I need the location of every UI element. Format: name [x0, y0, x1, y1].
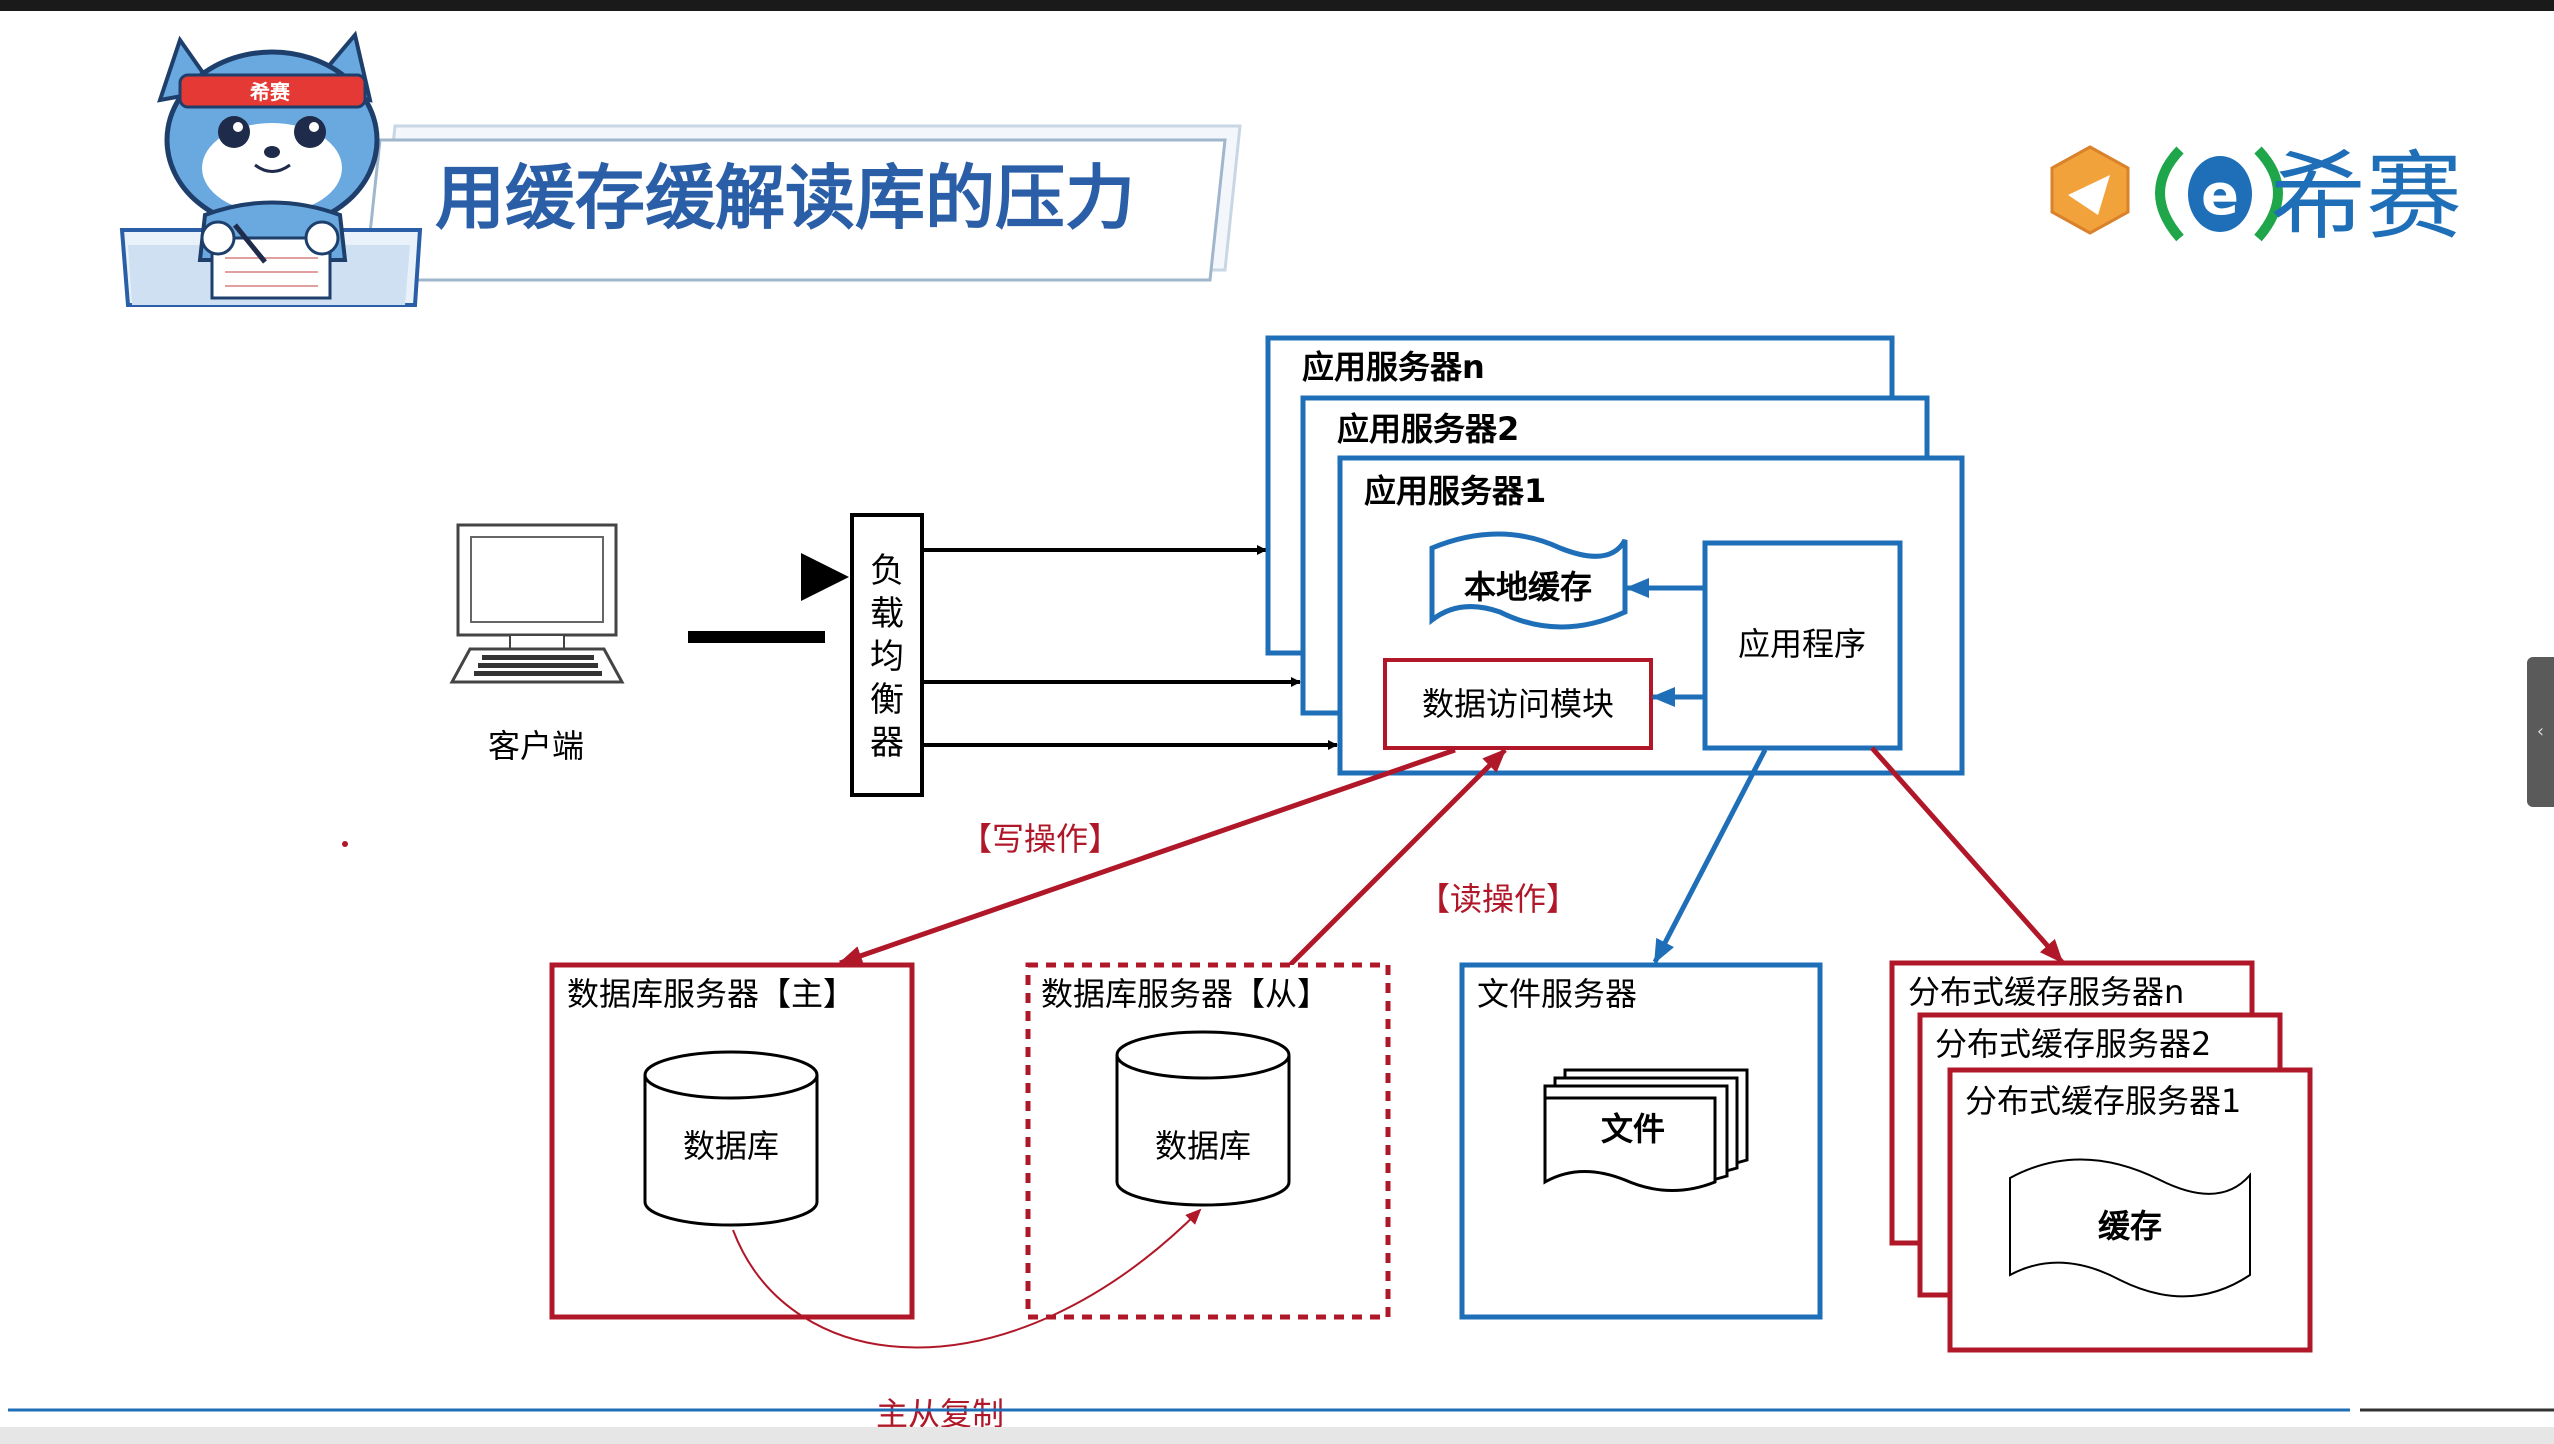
write-op-label: 【写操作】: [960, 820, 1120, 858]
dist-cache-n-title: 分布式缓存服务器n: [1908, 973, 2184, 1011]
app-server-2-title: 应用服务器2: [1337, 410, 1519, 448]
replication-arrow: [732, 1208, 1202, 1349]
read-op-arrow: [1288, 748, 1507, 967]
app-to-dist-cache-arrow: [1870, 746, 2064, 964]
title-banner: 用缓存缓解读库的压力: [363, 124, 1242, 282]
xisai-logo: e 希赛: [2050, 141, 2462, 253]
app-to-file-server-arrow: [1652, 748, 1768, 964]
dist-cache-2-title: 分布式缓存服务器2: [1935, 1025, 2211, 1063]
app-server-1-title: 应用服务器1: [1364, 472, 1546, 510]
app-server-n-title: 应用服务器n: [1302, 348, 1485, 386]
dist-cache-server-1: 分布式缓存服务器1 缓存: [1947, 1067, 2313, 1353]
app-program-label: 应用程序: [1738, 625, 1866, 663]
replication-label: 主从复制: [876, 1395, 1004, 1433]
mascot-band-text: 希赛: [250, 80, 291, 104]
db-slave-label: 数据库: [1155, 1127, 1251, 1165]
lb-char-2: 载: [870, 594, 904, 634]
computer-icon: [449, 523, 625, 684]
data-access-module: 数据访问模块: [1383, 658, 1653, 750]
read-op-label: 【读操作】: [1418, 880, 1578, 918]
file-label: 文件: [1601, 1110, 1665, 1148]
db-master-title: 数据库服务器【主】: [567, 975, 855, 1013]
logo-letter: e: [2201, 163, 2239, 228]
window-top-bar: [0, 0, 2554, 11]
file-server-title: 文件服务器: [1477, 975, 1637, 1013]
db-master-label: 数据库: [683, 1127, 779, 1165]
logo-text: 希赛: [2270, 141, 2462, 253]
db-master-server: 数据库服务器【主】 数据库: [549, 962, 915, 1320]
client-label: 客户端: [488, 727, 584, 765]
write-op-arrow: [838, 747, 1456, 966]
lb-char-3: 均: [870, 637, 904, 677]
local-cache-label: 本地缓存: [1464, 568, 1592, 606]
window-bottom-bar: [0, 1427, 2554, 1444]
db-slave-title: 数据库服务器【从】: [1041, 975, 1329, 1013]
cache-wave-icon: [2009, 1158, 2251, 1298]
data-access-label: 数据访问模块: [1422, 685, 1614, 723]
app-server-1: 应用服务器1 本地缓存 应用程序 数据访问模块: [1337, 455, 1965, 776]
file-server: 文件服务器 文件: [1459, 962, 1823, 1320]
database-cylinder-icon: [1115, 1030, 1291, 1207]
local-cache: 本地缓存: [1429, 531, 1628, 630]
side-panel-toggle[interactable]: ‹: [2527, 657, 2554, 807]
cat-mascot-icon: 希赛: [119, 30, 423, 307]
lb-char-5: 器: [870, 723, 904, 763]
lb-char-4: 衡: [870, 680, 904, 720]
client-computer: 客户端: [449, 523, 625, 765]
lb-char-1: 负: [870, 551, 904, 591]
page-title: 用缓存缓解读库的压力: [435, 157, 1135, 239]
db-slave-server: 数据库服务器【从】 数据库: [1025, 962, 1391, 1320]
stray-dot: [342, 841, 348, 847]
file-stack-icon: [1543, 1068, 1749, 1192]
load-balancer: 负 载 均 衡 器: [850, 513, 924, 797]
cache-label: 缓存: [2098, 1207, 2162, 1245]
chevron-left-icon: ‹: [2536, 721, 2545, 742]
database-cylinder-icon: [643, 1050, 819, 1227]
dist-cache-1-title: 分布式缓存服务器1: [1965, 1082, 2241, 1120]
app-program: 应用程序: [1702, 540, 1903, 751]
